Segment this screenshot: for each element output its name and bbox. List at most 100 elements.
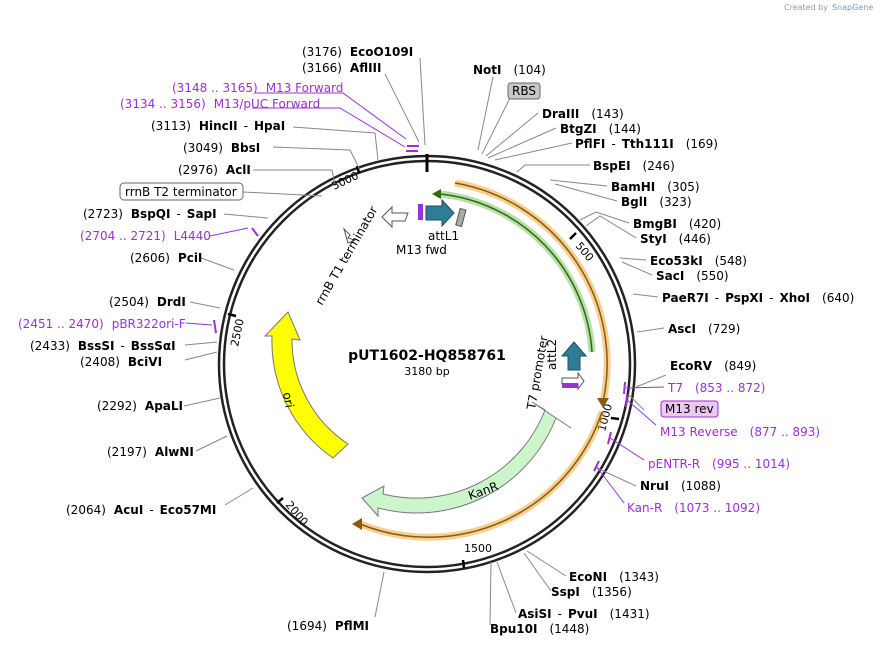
leader-m13-reverse (626, 399, 657, 426)
leader-t7 (625, 386, 665, 389)
orange-feature-line-bottom (359, 411, 603, 538)
leader-apali (183, 397, 221, 407)
leader-bmgbi (579, 211, 630, 224)
site-bgli: BglI(323) (621, 195, 692, 209)
site-bsssi: (2433)BssSI-BssSαI (30, 339, 176, 353)
site-econi: EcoNI(1343) (569, 570, 659, 584)
primer-tick-m13-reverse (625, 394, 628, 408)
kanr-label: KanR (466, 479, 500, 503)
leader-sspi (523, 552, 552, 592)
leader-hincii (292, 126, 379, 161)
tick-mark-3000 (355, 165, 361, 174)
site-bmgbi: BmgBI(420) (633, 217, 721, 231)
site-bpu10i: Bpu10I(1448) (490, 622, 589, 636)
site-nrui: NruI(1088) (640, 479, 721, 493)
attl2-label: attL2 (545, 339, 559, 370)
primer-kan-r: Kan-R(1073 .. 1092) (627, 501, 760, 515)
leader-kan-r (595, 465, 625, 504)
leader-pbr322ori (185, 322, 213, 326)
site-sspi: SspI(1356) (551, 585, 632, 599)
site-alwni: (2197)AlwNI (107, 445, 194, 459)
plasmid-length: 3180 bp (404, 365, 449, 378)
plasmid-name: pUT1602-HQ858761 (348, 348, 506, 364)
site-btgzi: BtgZI(144) (560, 122, 641, 136)
leader-m13rev (627, 393, 645, 411)
leader-alwni (195, 435, 228, 452)
site-bspei: BspEI(246) (593, 159, 675, 173)
leader-noti (477, 76, 494, 151)
leader-bspqi (223, 213, 269, 219)
leader-eco53ki (619, 257, 647, 261)
t7-promoter-label: T7 promoter (524, 335, 551, 412)
tick-label-2000: 2000 (283, 499, 311, 529)
leader-pcii (200, 257, 235, 271)
tick-label-1500: 1500 (464, 542, 492, 555)
site-pflmi: (1694)PflMI (287, 619, 369, 633)
rrnb-t2-small-arrow (342, 227, 357, 244)
t7-marker (562, 383, 578, 388)
leader-bamhi (549, 179, 608, 187)
leader-draiii (485, 112, 539, 157)
leader-ecoo109i (419, 57, 426, 146)
leader-nrui (596, 467, 637, 487)
site-pflfi-tth111i: PflFI-Tth111I(169) (575, 137, 718, 151)
leader-pflmi (374, 571, 385, 618)
site-apali: (2292)ApaLI (97, 399, 183, 413)
primer-tick-pbr322ori (213, 319, 217, 334)
site-acui-eco57mi: (2064)AcuI-Eco57MI (66, 503, 216, 517)
orange-feature-arrowhead-bottom (352, 518, 362, 530)
green-feature-arrowhead (432, 189, 441, 199)
site-bcivi: (2408)BciVI (80, 355, 162, 369)
rbs-marker (455, 207, 467, 228)
leader-m13-puc-forward (252, 107, 406, 148)
site-hincii-hpai: (3113)HincII-HpaI (151, 119, 285, 133)
attl1-arrow (425, 198, 455, 228)
site-ecorv: EcoRV(849) (670, 359, 756, 373)
kanr-arrow (361, 401, 572, 518)
site-styi: StyI(446) (640, 232, 711, 246)
site-bamhi: BamHI(305) (611, 180, 700, 194)
site-afliii: (3166)AflIII (302, 61, 381, 75)
leader-btgzi (487, 127, 557, 159)
leader-bsssi (184, 341, 218, 346)
primer-pbr322ori-f: (2451 .. 2470)pBR322ori-F (18, 317, 186, 331)
leader-l4440 (209, 227, 249, 237)
leader-paer7i (632, 293, 659, 298)
orange-feature-line-top (454, 182, 608, 403)
primer-tick-pentr-r (607, 431, 612, 445)
tick-mark-2500 (227, 312, 237, 318)
credit-text: Created by (784, 3, 828, 12)
ori-label: ori (280, 391, 296, 409)
primer-t7: T7(853 .. 872) (667, 381, 765, 395)
rrnb-t2-box (119, 182, 244, 201)
leader-bspei (516, 164, 590, 173)
tick-mark-1000 (610, 416, 620, 421)
tick-mark-500 (569, 232, 577, 240)
site-bbsi: (3049)BbsI (183, 141, 260, 155)
rbs-label: RBS (512, 84, 536, 98)
leader-saci (621, 261, 653, 276)
primer-tick-l4440 (251, 227, 259, 237)
rrnb-t1-label: rrnB T1 terminator (312, 204, 380, 308)
site-draiii: DraIII(143) (542, 107, 624, 121)
leader-rrnb-t2 (242, 191, 323, 197)
rrnb-t1-arrow (381, 205, 409, 229)
leader-drdi (189, 301, 221, 309)
m13-rev-label: M13 rev (665, 402, 714, 416)
leader-bpu10i (489, 561, 492, 626)
rrnb-t2-label: rrnB T2 terminator (125, 185, 237, 199)
ori-arrow (263, 311, 349, 459)
leader-bgli (554, 183, 618, 202)
leader-bbsi (272, 146, 361, 171)
site-saci: SacI(550) (656, 269, 729, 283)
leader-styi (585, 215, 637, 239)
m13-fwd-marker (418, 204, 423, 220)
m13-rev-box (660, 400, 719, 418)
site-ecoo109i: (3176)EcoO109I (302, 45, 413, 59)
leader-afliii (384, 73, 420, 143)
rbs-box (507, 82, 541, 100)
leader-asisi (496, 561, 517, 614)
site-pcii: (2606)PciI (130, 251, 202, 265)
leader-econi (526, 550, 567, 577)
